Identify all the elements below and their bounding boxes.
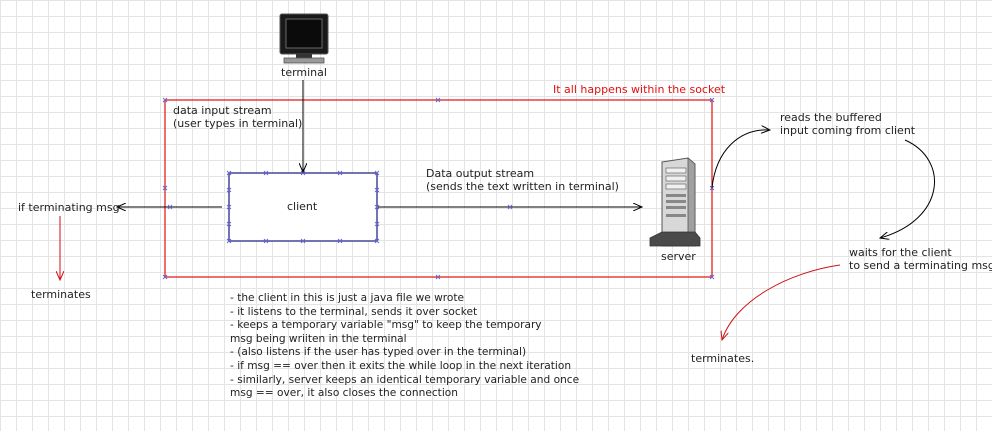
terminates-right-label: terminates. xyxy=(691,352,755,365)
note-line: - if msg == over then it exits the while… xyxy=(230,359,572,372)
server-label: server xyxy=(661,250,696,263)
note-line: msg == over, it also closes the connecti… xyxy=(230,387,458,400)
curve-reads-to-waits-arrow xyxy=(880,139,936,238)
note-line: - it listens to the terminal, sends it o… xyxy=(230,305,478,318)
curve-waits-to-terminates-arrow xyxy=(722,264,841,340)
socket-caption: It all happens within the socket xyxy=(553,83,726,96)
if-terminating-msg-label: if terminating msg xyxy=(18,201,120,214)
data-output-stream-line-2: (sends the text written in terminal) xyxy=(426,180,619,193)
reads-buffered-line-2: input coming from client xyxy=(780,124,916,137)
waits-for-client-line-2: to send a terminating msg xyxy=(849,259,992,272)
waits-for-client-line-1: waits for the client xyxy=(849,246,952,259)
note-line: - the client in this is just a java file… xyxy=(230,292,465,304)
curve-to-reads-arrow xyxy=(711,130,770,189)
data-input-stream-line-1: data input stream xyxy=(173,104,272,117)
data-input-stream-line-2: (user types in terminal) xyxy=(173,117,303,130)
note-line: - (also listens if the user has typed ov… xyxy=(230,346,527,359)
client-box-handles xyxy=(226,170,380,244)
terminal-label: terminal xyxy=(281,66,327,79)
client-label: client xyxy=(287,200,318,213)
notes-block: - the client in this is just a java file… xyxy=(230,292,579,401)
note-line: - similarly, server keeps an identical t… xyxy=(230,373,580,386)
note-line: msg being wriiten in the terminal xyxy=(230,332,407,345)
data-input-stream-label: data input stream(user types in terminal… xyxy=(173,104,302,130)
terminates-left-label: terminates xyxy=(31,288,91,301)
reads-buffered-line-1: reads the buffered xyxy=(780,111,882,124)
data-output-stream-line-1: Data output stream xyxy=(426,167,535,180)
data-output-stream-label: Data output stream(sends the text writte… xyxy=(426,167,619,193)
monitor-icon xyxy=(279,13,329,64)
server-tower-icon xyxy=(649,157,701,247)
note-line: - keeps a temporary variable "msg" to ke… xyxy=(230,319,542,332)
socket-box-handles xyxy=(162,97,715,280)
